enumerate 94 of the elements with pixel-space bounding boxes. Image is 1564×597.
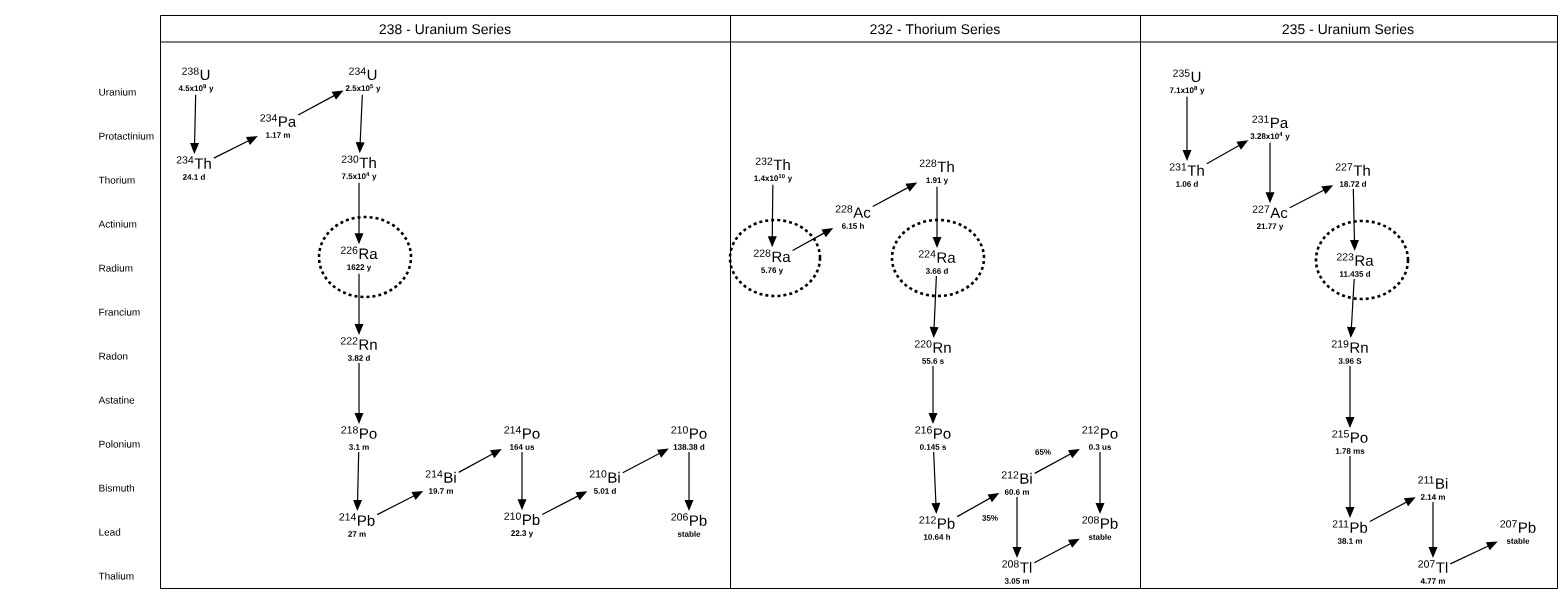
nuclide-label: $^{210}$Bi 5.01 d bbox=[589, 470, 620, 494]
nuclide-label: $^{228}$Ac 6.15 h bbox=[835, 205, 871, 229]
dotted-circle bbox=[890, 218, 986, 298]
dotted-circle bbox=[1314, 219, 1410, 301]
nuclide-label: $^{211}$Pb 38.1 m bbox=[1332, 520, 1368, 544]
arrow bbox=[956, 492, 1000, 518]
nuclide-label: $^{234}$Pa 1.17 m bbox=[260, 114, 297, 138]
arrow bbox=[190, 94, 200, 154]
arrow bbox=[1349, 188, 1359, 251]
arrow bbox=[1289, 185, 1334, 209]
nuclide-label: $^{214}$Bi 19.7 m bbox=[425, 470, 456, 494]
arrow bbox=[1449, 541, 1498, 565]
nuclide-label: $^{219}$Rn 3.96 S bbox=[1331, 340, 1368, 364]
nuclide-label: $^{231}$Pa 3.28x10$^{4}$ y bbox=[1250, 115, 1290, 141]
element-name: Thalium bbox=[98, 572, 134, 580]
nuclide-label: $^{222}$Rn 3.82 d bbox=[340, 337, 377, 361]
nuclide-label: $^{234}$U 2.5x10$^{5}$ y bbox=[345, 67, 381, 93]
nuclide-label: $^{223}$Ra 11.435 d bbox=[1336, 253, 1374, 277]
element-name: Protactinium bbox=[99, 132, 154, 140]
nuclide-label: $^{226}$Ra 1622 y bbox=[340, 246, 378, 272]
dotted-circle bbox=[728, 218, 822, 298]
arrow bbox=[1182, 96, 1192, 161]
arrow bbox=[1095, 451, 1105, 514]
arrow bbox=[1369, 497, 1416, 523]
nuclide-label: $^{231}$Th 1.06 d bbox=[1169, 163, 1204, 187]
arrow bbox=[353, 451, 363, 511]
arrow bbox=[213, 136, 258, 159]
arrow bbox=[622, 448, 669, 474]
nuclide-label: $^{228}$Th 1.91 y bbox=[919, 159, 954, 185]
element-name: Actinium bbox=[98, 220, 137, 228]
arrow bbox=[1033, 538, 1080, 564]
nuclide-label: $^{207}$Pb stable bbox=[1500, 520, 1536, 544]
nuclide-label: $^{206}$Pb stable bbox=[671, 513, 707, 537]
element-name: Radon bbox=[99, 352, 128, 360]
nuclide-label: $^{227}$Th 18.72 d bbox=[1335, 163, 1370, 187]
element-name: Astatine bbox=[98, 396, 135, 404]
element-name: Bismuth bbox=[99, 484, 134, 492]
nuclide-label: $^{224}$Ra 3.66 d bbox=[918, 250, 956, 274]
nuclide-label: $^{208}$Pb stable bbox=[1082, 516, 1118, 540]
arrow bbox=[872, 182, 918, 207]
nuclide-label: $^{238}$U 4.5x10$^{9}$ y bbox=[178, 67, 214, 93]
dotted-circle bbox=[317, 215, 413, 299]
element-name: Lead bbox=[99, 528, 121, 536]
nuclide-label: $^{216}$Po 0.145 s bbox=[915, 426, 951, 450]
arrow bbox=[541, 491, 588, 516]
arrow bbox=[458, 448, 502, 473]
arrow bbox=[517, 451, 527, 511]
nuclide-label: $^{214}$Po 164 us bbox=[504, 426, 540, 450]
nuclide-label: $^{212}$Pb 10.64 h bbox=[919, 516, 955, 540]
arrow bbox=[354, 362, 364, 424]
nuclide-label: $^{208}$Tl 3.05 m bbox=[1002, 560, 1032, 584]
nuclide-label: $^{235}$U 7.1x10$^{8}$ y bbox=[1169, 69, 1205, 95]
edge-label: 65% bbox=[1034, 448, 1052, 456]
arrow bbox=[1206, 140, 1249, 165]
arrow bbox=[1012, 496, 1022, 558]
nuclide-label: $^{214}$Pb 27 m bbox=[339, 513, 375, 537]
element-name: Uranium bbox=[99, 88, 136, 96]
nuclide-label: $^{234}$Th 24.1 d bbox=[176, 156, 211, 180]
nuclide-label: $^{228}$Ra 5.76 y bbox=[753, 249, 791, 275]
nuclide-label: $^{212}$Bi 60.6 m bbox=[1001, 471, 1032, 495]
element-name: Radium bbox=[99, 264, 133, 272]
arrow bbox=[929, 275, 939, 338]
element-name: Polonium bbox=[99, 440, 140, 448]
nuclide-label: $^{215}$Po 1.78 ms bbox=[1332, 430, 1368, 454]
arrow bbox=[297, 90, 344, 116]
arrow bbox=[1265, 142, 1275, 204]
arrow bbox=[928, 365, 938, 424]
arrow bbox=[354, 273, 364, 335]
arrow bbox=[1034, 448, 1080, 474]
arrow bbox=[684, 451, 694, 511]
arrow bbox=[1428, 501, 1438, 558]
arrow bbox=[355, 94, 365, 154]
nuclide-label: $^{207}$Tl 4.77 m bbox=[1418, 560, 1448, 584]
edge-label: 35% bbox=[981, 514, 999, 522]
nuclide-label: $^{218}$Po 3.1 m bbox=[341, 426, 377, 450]
nuclide-label: $^{232}$Th 1.4x10$^{10}$ y bbox=[754, 157, 793, 183]
nuclide-label: $^{210}$Pb 22.3 y bbox=[504, 512, 540, 538]
arrow bbox=[1345, 365, 1355, 428]
arrow bbox=[767, 184, 777, 248]
arrow bbox=[931, 451, 941, 514]
arrow bbox=[1346, 278, 1356, 338]
arrow bbox=[1345, 455, 1355, 518]
element-name: Francium bbox=[99, 308, 140, 316]
nuclide-label: $^{220}$Rn 55.6 s bbox=[914, 340, 951, 364]
arrow bbox=[354, 182, 364, 245]
nuclide-label: $^{212}$Po 0.3 us bbox=[1082, 426, 1118, 450]
nuclide-label: $^{227}$Ac 21.77 y bbox=[1252, 205, 1288, 231]
nuclide-label: $^{211}$Bi 2.14 m bbox=[1418, 476, 1448, 500]
nuclide-label: $^{210}$Po 138.38 d bbox=[671, 426, 707, 450]
arrow bbox=[376, 491, 424, 516]
nuclide-label: $^{230}$Th 7.5x10$^{4}$ y bbox=[341, 155, 377, 181]
arrow bbox=[932, 186, 942, 248]
element-name: Thorium bbox=[98, 176, 135, 184]
arrow bbox=[792, 228, 834, 252]
